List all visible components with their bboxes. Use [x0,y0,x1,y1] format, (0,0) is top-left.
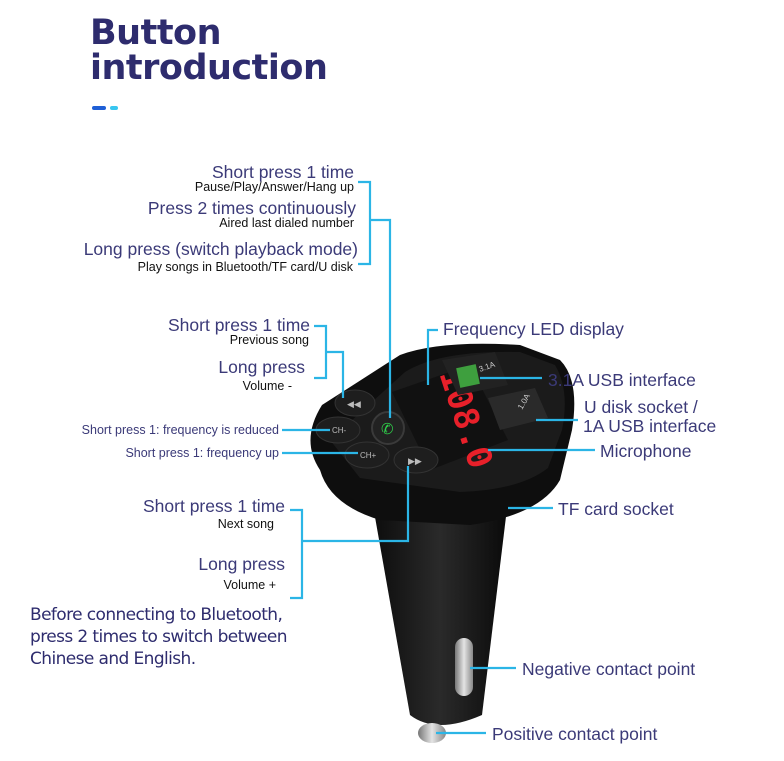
note-line-3: Chinese and English. [30,649,196,669]
accent-dash-dark [92,106,106,110]
note-line-2: press 2 times to switch between [30,627,288,647]
center-short-desc: Pause/Play/Answer/Hang up [194,180,354,194]
usb-31a-label: 3.1A USB interface [548,370,696,390]
phone-icon: ✆ [381,421,394,438]
ch-plus-label: Short press 1: frequency up [125,446,279,460]
prev-short-desc: Previous song [229,333,309,347]
next-short-label: Short press 1 time [143,496,285,516]
bluetooth-language-note: Before connecting to Bluetooth, press 2 … [30,604,288,670]
accent-dash-light [110,106,118,110]
ch-plus-button [344,441,390,469]
positive-contact-label: Positive contact point [492,724,658,744]
tf-card-label: TF card socket [558,499,674,519]
center-long-desc: Play songs in Bluetooth/TF card/U disk [137,260,353,274]
page-title: Button introduction [90,13,328,88]
center-double-label: Press 2 times continuously [147,198,356,218]
next-short-desc: Next song [217,517,274,531]
svg-text:CH+: CH+ [360,451,377,460]
center-double-desc: Aired last dialed number [219,216,354,230]
udisk-line-1: U disk socket / [584,397,698,417]
usb-port-3-1a [456,364,480,388]
title-line-2: introduction [90,48,328,88]
svg-text:CH-: CH- [332,426,347,435]
frequency-display-label: Frequency LED display [443,319,624,339]
leader-lines [282,180,595,735]
prev-long-label: Long press [218,357,305,377]
negative-contact-label: Negative contact point [522,659,696,679]
usb-port-1a [488,388,548,430]
next-long-label: Long press [198,554,285,574]
ch-minus-label: Short press 1: frequency is reduced [81,423,279,437]
led-display [392,365,508,470]
prev-button [334,389,376,417]
prev-short-label: Short press 1 time [168,315,310,335]
negative-contact [455,638,473,696]
prev-long-desc: Volume - [242,379,292,393]
udisk-line-2: 1A USB interface [583,416,717,436]
note-line-1: Before connecting to Bluetooth, [30,605,283,625]
next-button [393,446,439,474]
svg-text:◀◀: ◀◀ [347,399,361,409]
title-line-1: Button [90,13,222,53]
device-head: 108.0 3.1A 1.0A ◀◀ CH- CH+ ▶▶ ✆ [310,343,575,525]
center-short-label: Short press 1 time [212,162,354,182]
udisk-socket-label: U disk socket / 1A USB interface [583,397,717,436]
device-stem [372,500,508,743]
next-long-desc: Volume + [223,578,276,592]
positive-contact-tip [418,723,446,743]
svg-text:▶▶: ▶▶ [408,456,422,466]
microphone-label: Microphone [600,441,692,461]
center-long-label: Long press (switch playback mode) [83,239,358,259]
phone-button [371,411,405,445]
